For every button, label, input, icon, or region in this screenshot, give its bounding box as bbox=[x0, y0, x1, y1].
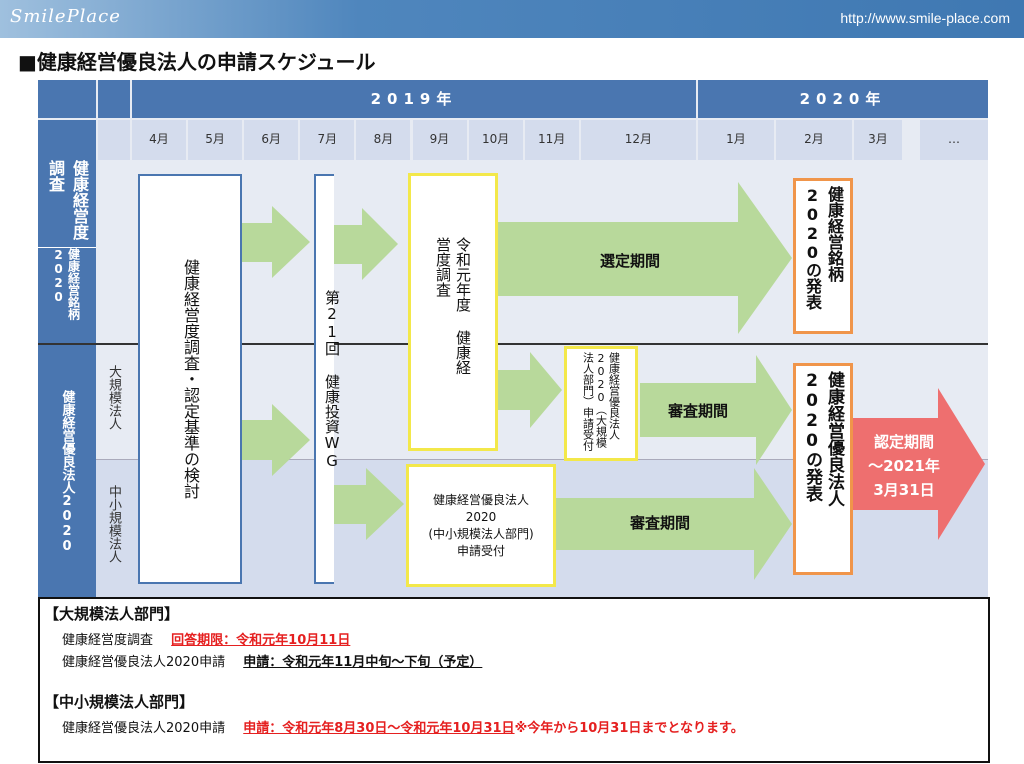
arrow-review-small bbox=[556, 468, 792, 580]
row-label-large: 大規模法人 bbox=[106, 365, 121, 430]
month-header-blank bbox=[38, 120, 96, 160]
year-header-blank bbox=[38, 80, 96, 118]
year-2019: 2019年 bbox=[132, 80, 696, 118]
survey-year-text: 令和元年度 健康経営度調査 bbox=[434, 237, 472, 375]
year-2020: 2020年 bbox=[698, 80, 988, 118]
brand-announce-text: 健康経営銘柄2020の発表 bbox=[803, 186, 844, 310]
month-9: 12月 bbox=[580, 120, 696, 160]
site-url[interactable]: http://www.smile-place.com bbox=[840, 10, 1010, 26]
cert-period-line-3: 3月31日 bbox=[873, 481, 935, 499]
small-apply-line-3: (中小規模法人部門) bbox=[428, 526, 534, 541]
arrow-selection bbox=[496, 182, 792, 334]
month-3: 6月 bbox=[244, 120, 299, 160]
small-apply-line-1: 健康経営優良法人 bbox=[432, 492, 529, 507]
top-banner bbox=[0, 0, 1024, 38]
page-title: ■健康経営優良法人の申請スケジュール bbox=[18, 50, 376, 74]
arrow-review-to-wg bbox=[242, 206, 310, 278]
month-10: 1月 bbox=[698, 120, 774, 160]
arrow-wg-to-small bbox=[334, 468, 404, 540]
row-divider-small bbox=[96, 459, 988, 460]
notes-large-survey-label: 健康経営度調査 bbox=[62, 633, 154, 648]
notes-large-apply-label: 健康経営優良法人2020申請 bbox=[62, 655, 226, 670]
arrow-review-large bbox=[640, 355, 792, 465]
cert-announce-box: 健康経営優良法人2020の発表 bbox=[793, 363, 853, 575]
review-period-large-label: 審査期間 bbox=[668, 402, 729, 420]
arrow-review-to-wg-lower bbox=[242, 404, 310, 476]
notes-large-survey-deadline: 回答期限：令和元年10月11日 bbox=[171, 633, 351, 648]
smileplace-logo: SmilePlace bbox=[10, 6, 121, 27]
small-apply-line-2: 2020 bbox=[465, 509, 497, 524]
brand-announce-box: 健康経営銘柄2020の発表 bbox=[793, 178, 853, 334]
arrow-certification-period bbox=[852, 388, 985, 540]
row-label-small: 中小規模法人 bbox=[106, 485, 121, 563]
cert-period-line-1: 認定期間 bbox=[873, 433, 934, 451]
cert-announce-text: 健康経営優良法人2020の発表 bbox=[802, 371, 844, 507]
small-apply-box: 健康経営優良法人 2020 (中小規模法人部門) 申請受付 bbox=[406, 464, 556, 587]
month-2: 5月 bbox=[188, 120, 243, 160]
notes-small-apply-note: ※今年から10月31日までとなります。 bbox=[514, 721, 744, 736]
large-apply-box: 健康経営優良法人2020（大規模法人部門）申請受付 bbox=[564, 346, 638, 461]
review-criteria-box: 健康経営度調査・認定基準の検討 bbox=[138, 174, 242, 584]
row-label-survey: 健康経営度調査 bbox=[38, 160, 96, 247]
month-12: 3月 bbox=[854, 120, 902, 160]
month-4: 7月 bbox=[300, 120, 355, 160]
row-label-certified: 健康経営優良法人2020 bbox=[38, 345, 96, 598]
notes-small-apply-row: 健康経営優良法人2020申請 申請：令和元年8月30日〜令和元年10月31日※今… bbox=[62, 717, 744, 736]
notes-large-survey-row: 健康経営度調査 回答期限：令和元年10月11日 bbox=[62, 629, 350, 648]
month-13: … bbox=[920, 120, 988, 160]
review-criteria-text: 健康経営度調査・認定基準の検討 bbox=[181, 259, 200, 499]
year-header-blank-2 bbox=[98, 80, 130, 118]
review-period-small-label: 審査期間 bbox=[630, 514, 691, 532]
month-11: 2月 bbox=[776, 120, 852, 160]
month-1: 4月 bbox=[132, 120, 186, 160]
section-divider bbox=[38, 343, 988, 345]
wg-box-fill bbox=[316, 176, 334, 582]
month-6: 9月 bbox=[412, 120, 467, 160]
arrow-survey-to-large bbox=[498, 352, 562, 428]
arrow-wg-to-survey bbox=[334, 208, 398, 280]
cert-period-line-2: 〜2021年 bbox=[868, 457, 940, 475]
small-apply-line-4: 申請受付 bbox=[456, 543, 505, 558]
wg-text-holder: 第21回 健康投資WG bbox=[310, 290, 370, 490]
notes-large-apply-row: 健康経営優良法人2020申請 申請：令和元年11月中旬〜下旬（予定） bbox=[62, 651, 482, 670]
row-label-brand: 健康経営銘柄2020 bbox=[38, 248, 96, 343]
wg-text: 第21回 健康投資WG bbox=[323, 290, 341, 470]
month-8: 11月 bbox=[524, 120, 579, 160]
selection-period-label: 選定期間 bbox=[600, 252, 661, 270]
large-apply-text: 健康経営優良法人2020（大規模法人部門）申請受付 bbox=[581, 351, 621, 451]
notes-large-apply-period: 申請：令和元年11月中旬〜下旬（予定） bbox=[243, 655, 483, 670]
month-7: 10月 bbox=[468, 120, 523, 160]
certification-period-label: 認定期間 〜2021年 3月31日 bbox=[858, 430, 950, 502]
notes-panel: 【大規模法人部門】 健康経営度調査 回答期限：令和元年10月11日 健康経営優良… bbox=[38, 597, 990, 763]
notes-small-heading: 【中小規模法人部門】 bbox=[44, 693, 195, 711]
month-header-blank-2 bbox=[98, 120, 130, 160]
row-divider-brand bbox=[38, 247, 96, 248]
month-5: 8月 bbox=[356, 120, 411, 160]
notes-small-apply-period: 申請：令和元年8月30日〜令和元年10月31日 bbox=[243, 721, 515, 736]
notes-large-heading: 【大規模法人部門】 bbox=[44, 605, 180, 623]
notes-small-apply-label: 健康経営優良法人2020申請 bbox=[62, 721, 226, 736]
survey-year-box: 令和元年度 健康経営度調査 bbox=[408, 173, 498, 451]
